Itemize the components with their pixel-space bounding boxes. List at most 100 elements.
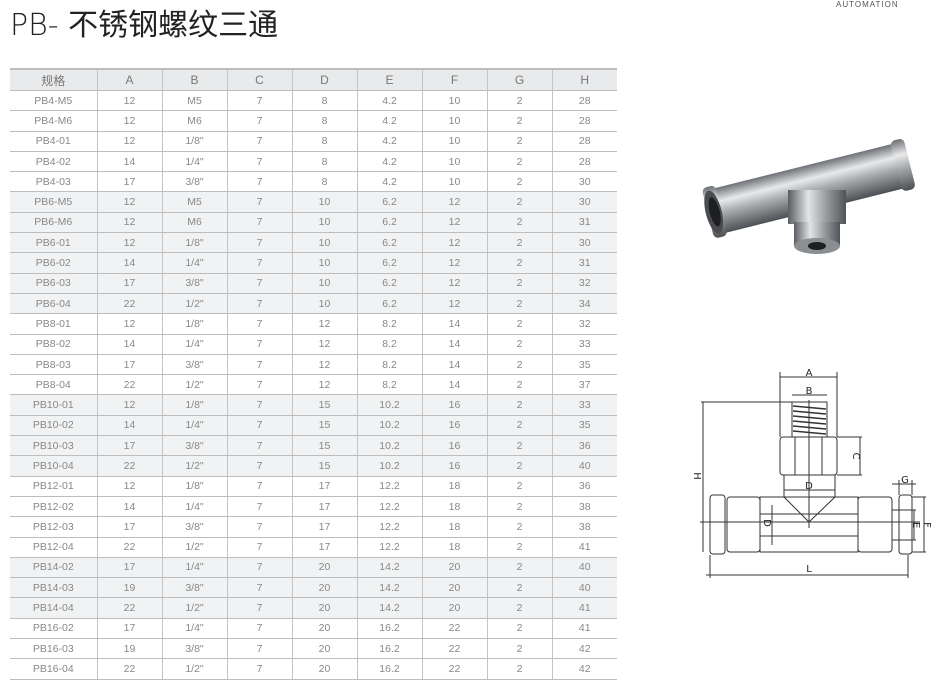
- model-cell: PB8-01: [10, 313, 98, 335]
- value-cell: 7: [227, 90, 293, 112]
- value-cell: 17: [292, 537, 358, 558]
- value-cell: 20: [292, 557, 358, 579]
- value-cell: 12: [292, 374, 358, 396]
- value-cell: 12: [97, 110, 163, 132]
- value-cell: 1/8": [162, 313, 228, 335]
- dim-label-f: F: [921, 522, 932, 528]
- value-cell: 7: [227, 313, 293, 335]
- value-cell: 15: [292, 394, 358, 416]
- value-cell: 4.2: [357, 171, 423, 193]
- value-cell: 2: [487, 374, 553, 396]
- value-cell: 1/2": [162, 374, 228, 396]
- value-cell: 10.2: [357, 435, 423, 457]
- model-cell: PB4-01: [10, 131, 98, 152]
- model-cell: PB8-04: [10, 374, 98, 396]
- value-cell: 3/8": [162, 435, 228, 457]
- value-cell: 4.2: [357, 110, 423, 132]
- value-cell: 2: [487, 252, 553, 274]
- value-cell: 41: [552, 537, 617, 558]
- value-cell: 7: [227, 455, 293, 477]
- value-cell: 10: [292, 191, 358, 213]
- value-cell: 2: [487, 597, 553, 619]
- value-cell: 1/8": [162, 476, 228, 497]
- value-cell: 14: [422, 334, 488, 355]
- value-cell: 2: [487, 334, 553, 355]
- value-cell: 10.2: [357, 455, 423, 477]
- model-cell: PB16-03: [10, 638, 98, 660]
- value-cell: 15: [292, 415, 358, 437]
- value-cell: M6: [162, 110, 228, 132]
- value-cell: 18: [422, 516, 488, 538]
- value-cell: 10: [422, 151, 488, 173]
- value-cell: 8.2: [357, 354, 423, 376]
- value-cell: 30: [552, 171, 617, 193]
- value-cell: 2: [487, 212, 553, 234]
- dim-label-e: E: [910, 522, 921, 528]
- model-cell: PB10-03: [10, 435, 98, 457]
- dim-label-b: B: [806, 386, 813, 397]
- value-cell: 2: [487, 618, 553, 640]
- value-cell: 12: [97, 191, 163, 213]
- value-cell: 1/8": [162, 394, 228, 416]
- value-cell: 14.2: [357, 557, 423, 579]
- value-cell: 40: [552, 455, 617, 477]
- value-cell: 1/4": [162, 415, 228, 437]
- dim-label-a: A: [806, 368, 813, 379]
- value-cell: 17: [292, 496, 358, 518]
- value-cell: 20: [292, 577, 358, 599]
- value-cell: 17: [97, 171, 163, 193]
- value-cell: 6.2: [357, 232, 423, 254]
- value-cell: 1/2": [162, 597, 228, 619]
- value-cell: 7: [227, 476, 293, 497]
- value-cell: 22: [97, 597, 163, 619]
- value-cell: 2: [487, 658, 553, 680]
- value-cell: 8: [292, 110, 358, 132]
- value-cell: 20: [292, 658, 358, 680]
- value-cell: 10.2: [357, 394, 423, 416]
- value-cell: 7: [227, 131, 293, 152]
- value-cell: 2: [487, 415, 553, 437]
- value-cell: 20: [422, 557, 488, 579]
- value-cell: 2: [487, 496, 553, 518]
- value-cell: 10: [292, 293, 358, 315]
- model-cell: PB12-03: [10, 516, 98, 538]
- column-header: G: [487, 68, 553, 91]
- value-cell: 7: [227, 394, 293, 416]
- value-cell: 3/8": [162, 354, 228, 376]
- value-cell: 17: [97, 273, 163, 294]
- value-cell: 15: [292, 455, 358, 477]
- value-cell: 31: [552, 252, 617, 274]
- column-header: B: [162, 68, 228, 91]
- value-cell: 12: [422, 273, 488, 294]
- value-cell: 22: [97, 537, 163, 558]
- model-cell: PB6-M5: [10, 191, 98, 213]
- value-cell: 17: [292, 516, 358, 538]
- value-cell: 12.2: [357, 516, 423, 538]
- value-cell: 17: [97, 354, 163, 376]
- value-cell: 2: [487, 516, 553, 538]
- value-cell: M5: [162, 191, 228, 213]
- value-cell: 7: [227, 496, 293, 518]
- model-cell: PB16-02: [10, 618, 98, 640]
- value-cell: 12: [422, 212, 488, 234]
- value-cell: 8.2: [357, 374, 423, 396]
- value-cell: 4.2: [357, 90, 423, 112]
- value-cell: 16.2: [357, 638, 423, 660]
- value-cell: 1/2": [162, 455, 228, 477]
- value-cell: 22: [422, 638, 488, 660]
- value-cell: 12: [292, 354, 358, 376]
- value-cell: 16: [422, 455, 488, 477]
- value-cell: M5: [162, 90, 228, 112]
- value-cell: 7: [227, 638, 293, 660]
- value-cell: 7: [227, 374, 293, 396]
- value-cell: 12: [292, 334, 358, 355]
- column-header: C: [227, 68, 293, 91]
- model-cell: PB6-02: [10, 252, 98, 274]
